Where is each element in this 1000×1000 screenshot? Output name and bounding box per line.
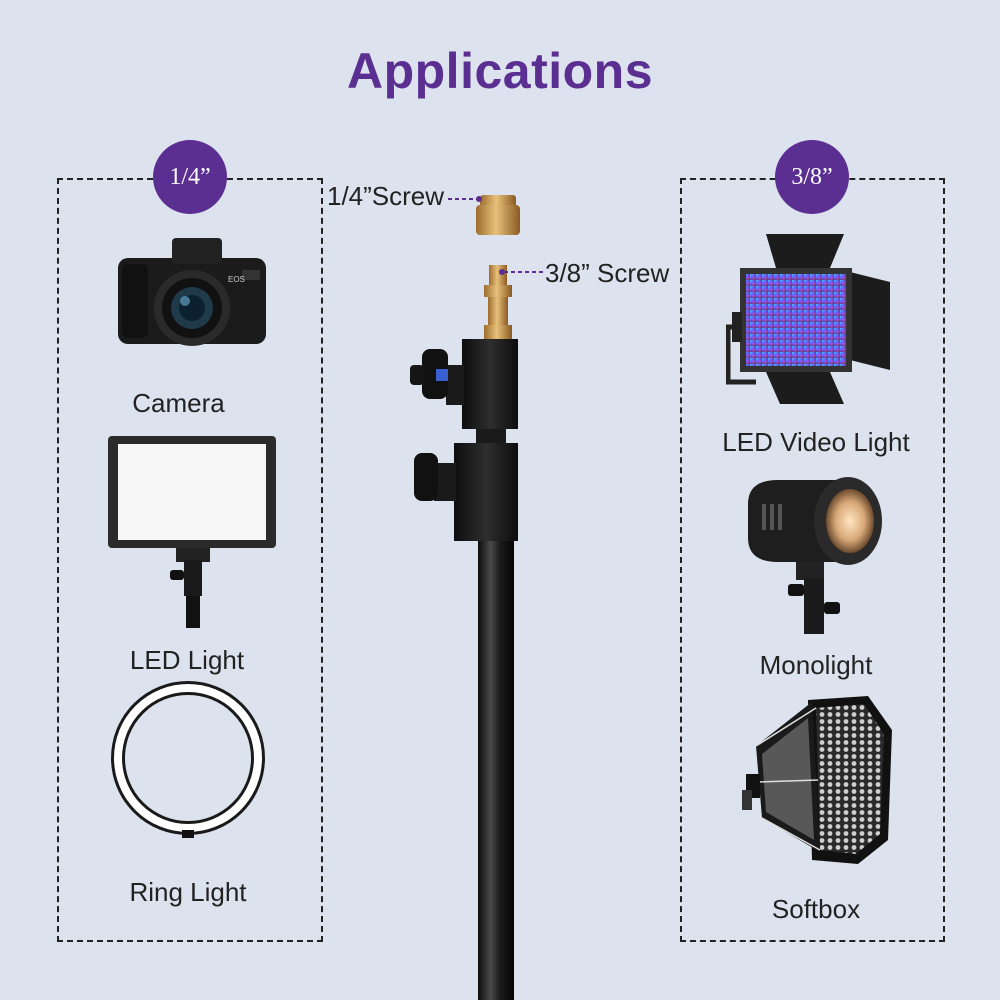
label-three-eighths-inch-screw: 3/8” Screw bbox=[545, 258, 670, 288]
badge-three-eighths-inch: 3/8” bbox=[775, 140, 849, 214]
label-monolight: Monolight bbox=[759, 650, 873, 680]
badge-quarter-inch: 1/4” bbox=[153, 140, 227, 214]
camera-icon: EOS bbox=[118, 238, 266, 346]
label-softbox: Softbox bbox=[771, 894, 861, 924]
leader-line-three-eighths-inch bbox=[499, 269, 544, 275]
page-title: Applications bbox=[346, 43, 654, 99]
svg-text:EOS: EOS bbox=[228, 275, 245, 284]
label-camera: Camera bbox=[132, 388, 225, 418]
leader-line-quarter-inch bbox=[448, 196, 482, 202]
softbox-icon bbox=[742, 696, 892, 864]
label-led-video-light: LED Video Light bbox=[722, 427, 910, 457]
light-stand-icon bbox=[410, 195, 520, 1000]
led-panel-icon bbox=[108, 436, 276, 628]
label-ring-light: Ring Light bbox=[129, 877, 247, 907]
led-video-light-icon bbox=[726, 234, 890, 404]
monolight-icon bbox=[748, 477, 882, 634]
ring-light-icon bbox=[111, 681, 265, 838]
label-quarter-inch-screw: 1/4”Screw bbox=[327, 181, 445, 211]
label-led-light: LED Light bbox=[129, 645, 245, 675]
